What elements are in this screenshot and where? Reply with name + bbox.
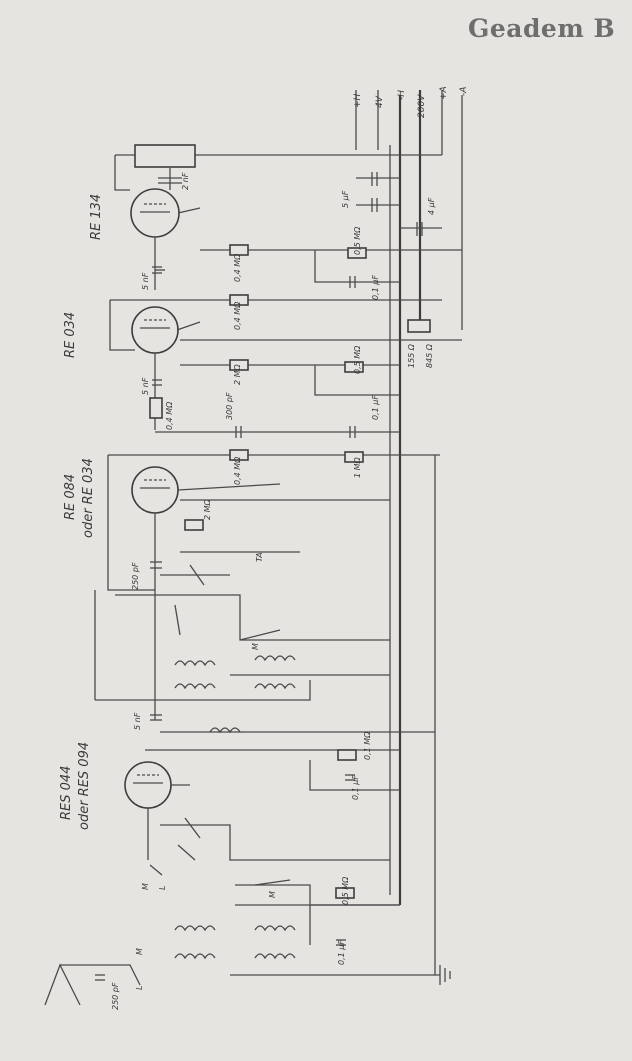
label-05-c: 0,5 MΩ	[341, 876, 350, 905]
label-04-a: 0,4 MΩ	[233, 253, 242, 282]
tube-label-re034-alt: oder RE 034	[81, 458, 96, 538]
tube-re034	[131, 306, 179, 354]
label-ta: TA	[255, 552, 264, 562]
stage1-coupling: 5 nF 0,4 MΩ 2 MΩ 0,5 MΩ 300 pF 0,1 µF	[141, 345, 400, 438]
tube-label-re134: RE 134	[89, 194, 104, 240]
label-01-c: 0,1 µF	[351, 775, 360, 800]
label-04-c: 0,4 MΩ	[165, 401, 174, 430]
label-m-coil: M	[268, 891, 277, 898]
label-200v: 200V	[417, 94, 427, 118]
rails-lower	[235, 455, 436, 975]
label-05-b: 0,5 MΩ	[353, 345, 362, 374]
stage-re034: 0,4 MΩ 155 Ω 845 Ω RE 034	[63, 294, 462, 430]
label-300pf: 300 pF	[225, 392, 234, 420]
antenna-icon	[44, 963, 81, 1006]
label-01-b: 0,1 µF	[371, 395, 380, 420]
tube-label-res094: oder RES 094	[77, 742, 92, 830]
filter-capacitors: 5 µF 4 µF	[341, 172, 442, 236]
label-l-lower: L	[158, 886, 167, 890]
stage-res044: 0,1 MΩ 0,1 µF RES 044 oder RES 094	[59, 731, 400, 860]
stage-re084: 0,4 MΩ 1 MΩ 2 MΩ RE 084 oder RE 034	[63, 449, 440, 720]
tube-res044	[124, 761, 172, 809]
label-155: 155 Ω	[407, 343, 416, 368]
coils-upper: M	[94, 590, 390, 701]
rf-coupling: 5 nF	[133, 712, 435, 734]
label-4v: 4V	[375, 95, 385, 108]
detector-tuning: TA 250 pF	[115, 551, 390, 641]
tube-re134	[130, 188, 180, 238]
label-5nf-b: 5 nF	[141, 377, 150, 395]
label-250pf-a: 250 pF	[131, 562, 140, 590]
label-minus-a: -A	[459, 87, 469, 96]
label-5nf-c: 5 nF	[133, 712, 142, 730]
label-m-lower: M	[141, 883, 150, 890]
output-stage: RE 134 2 nF	[89, 144, 462, 290]
tube-label-re084: RE 084	[63, 474, 78, 520]
page-title: Geadem B	[468, 14, 616, 43]
tube-label-re034: RE 034	[63, 312, 78, 358]
tube-label-res044: RES 044	[59, 766, 74, 820]
supply-rails	[355, 90, 463, 905]
stage2-coupling: 5 nF 0,4 MΩ 0,5 MΩ 0,1 µF	[141, 226, 400, 300]
label-5uf: 5 µF	[341, 190, 350, 208]
label-05-a: 0,5 MΩ	[353, 226, 362, 255]
label-m-ant: M	[135, 948, 144, 955]
label-01-r: 0,1 MΩ	[363, 731, 372, 760]
label-250pf-b: 250 pF	[111, 982, 120, 1010]
label-1: 1 MΩ	[353, 456, 362, 478]
label-plus-h: +H	[353, 93, 363, 108]
label-5nf-a: 5 nF	[141, 272, 150, 290]
input-tuning: L M	[141, 817, 390, 890]
supply-labels: +H 4V -H 200V +A -A	[353, 86, 469, 118]
label-4uf: 4 µF	[427, 197, 436, 215]
resistor-155	[407, 319, 431, 333]
label-04-d: 0,4 MΩ	[233, 456, 242, 485]
label-01-a: 0,1 µF	[371, 275, 380, 300]
label-minus-h: -H	[397, 90, 407, 100]
label-845: 845 Ω	[425, 343, 434, 368]
label-2-a: 2 MΩ	[233, 363, 242, 385]
label-2-b: 2 MΩ	[203, 498, 212, 520]
label-m-upper: M	[251, 643, 260, 650]
label-04-b: 0,4 MΩ	[233, 301, 242, 330]
label-plus-a: +A	[439, 86, 449, 100]
label-l-ant: L	[135, 986, 144, 990]
antenna-ground: 250 pF M L	[44, 948, 451, 1010]
label-01-d: 0,1 µF	[337, 940, 346, 965]
label-2nf: 2 nF	[181, 172, 190, 190]
loudspeaker-connector	[134, 144, 196, 168]
tube-re084	[131, 466, 179, 514]
